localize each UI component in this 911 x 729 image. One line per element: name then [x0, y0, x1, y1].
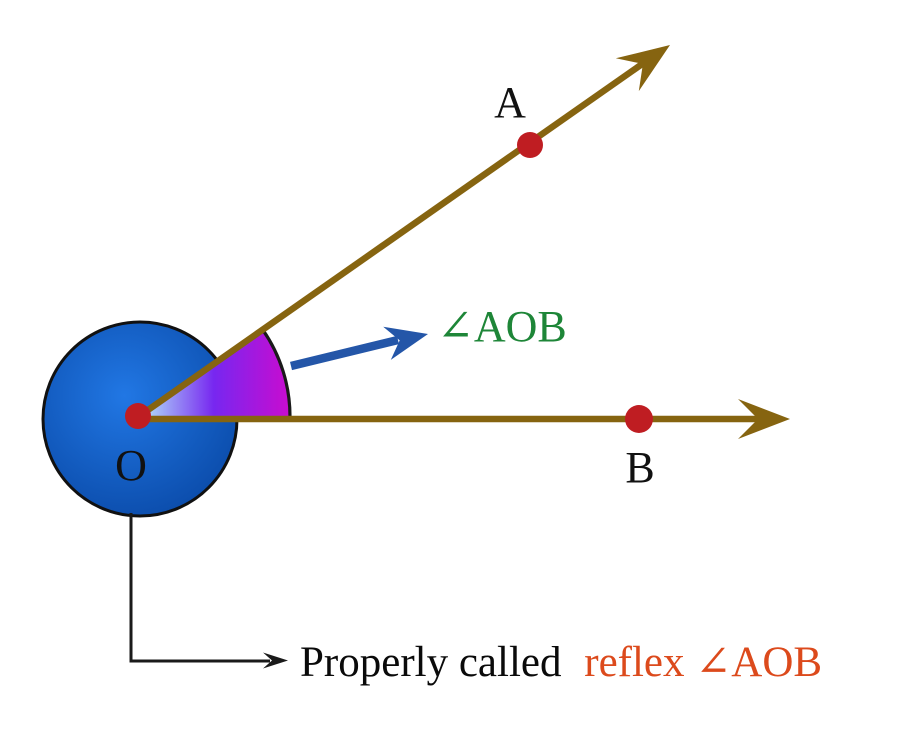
- angle-pointer-arrowhead-icon: [383, 326, 428, 360]
- angle-aob-label: ∠AOB: [437, 302, 567, 351]
- callout-elbow-line: [129, 513, 270, 663]
- point-a-label: A: [494, 78, 526, 127]
- caption-highlight: reflex ∠AOB: [584, 639, 822, 686]
- angle-aob-sector: [138, 329, 291, 417]
- point-a-dot: [517, 132, 543, 158]
- angle-pointer-shaft: [289, 335, 400, 371]
- point-b-dot: [625, 405, 653, 433]
- ray-ob-arrowhead-icon: [738, 399, 790, 439]
- point-o-dot: [125, 403, 151, 429]
- callout-arrowhead-icon: [263, 652, 288, 669]
- caption-text: Properly called reflex ∠AOB: [300, 639, 822, 686]
- ray-oa-arrowhead-icon: [615, 45, 670, 92]
- point-o-label: O: [115, 441, 147, 490]
- sector-arc-outline: [261, 328, 292, 418]
- ray-oa: [136, 52, 657, 420]
- point-b-label: B: [625, 443, 654, 492]
- caption-prefix: Properly called: [300, 639, 562, 686]
